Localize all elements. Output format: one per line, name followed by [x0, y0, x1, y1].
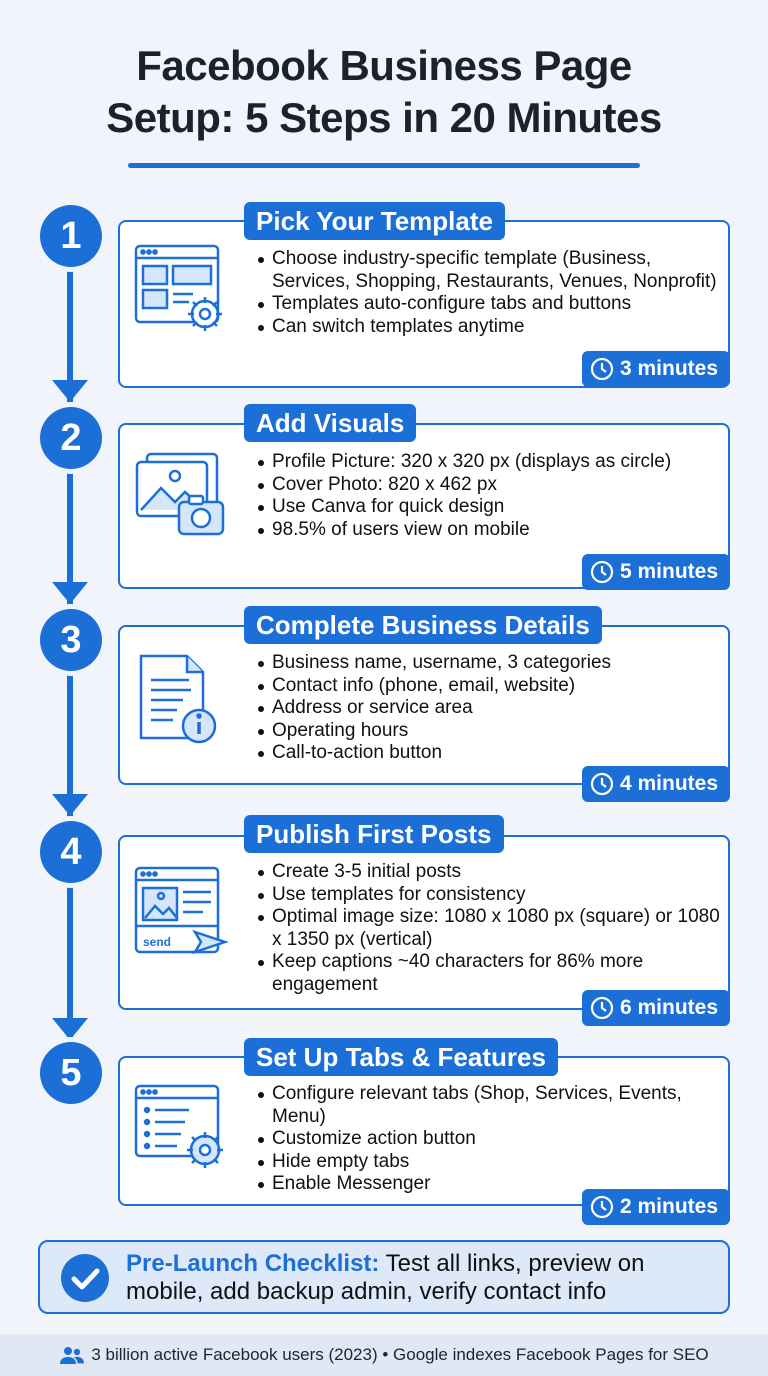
step-bullets-5: Configure relevant tabs (Shop, Services,…: [256, 1083, 726, 1196]
bullet-item: Can switch templates anytime: [256, 316, 726, 339]
step-time-3: 4 minutes: [619, 772, 718, 795]
bullet-item: Call-to-action button: [256, 742, 726, 765]
step-time-2: 5 minutes: [619, 560, 718, 583]
step-title-3: Complete Business Details: [244, 606, 602, 644]
step-time-badge-3: 4 minutes: [581, 766, 730, 802]
clock-icon: [590, 357, 614, 381]
step-number-1: 1: [40, 205, 102, 267]
bullet-item: Keep captions ~40 characters for 86% mor…: [256, 951, 726, 996]
step-card-4: [118, 835, 730, 1010]
page-title: Facebook Business Page Setup: 5 Steps in…: [0, 40, 768, 144]
step-title-1: Pick Your Template: [244, 202, 505, 240]
step-time-badge-1: 3 minutes: [581, 351, 730, 387]
checklist-text: Pre-Launch Checklist: Test all links, pr…: [126, 1250, 716, 1306]
step-time-badge-4: 6 minutes: [581, 990, 730, 1026]
step-time-badge-2: 5 minutes: [581, 554, 730, 590]
page-title-line2: Setup: 5 Steps in 20 Minutes: [106, 94, 662, 141]
step-title-2: Add Visuals: [244, 404, 417, 442]
step-time-1: 3 minutes: [619, 357, 718, 380]
bullet-item: Profile Picture: 320 x 320 px (displays …: [256, 451, 726, 474]
bullet-item: 98.5% of users view on mobile: [256, 519, 726, 542]
step-time-5: 2 minutes: [619, 1195, 718, 1218]
clock-icon: [590, 560, 614, 584]
timeline-arrow-3: [52, 794, 88, 816]
step-number-4: 4: [40, 821, 102, 883]
bullet-item: Templates auto-configure tabs and button…: [256, 293, 726, 316]
step-time-4: 6 minutes: [619, 996, 718, 1019]
bullet-item: Create 3-5 initial posts: [256, 861, 726, 884]
bullet-item: Enable Messenger: [256, 1173, 726, 1196]
step-title-5: Set Up Tabs & Features: [244, 1038, 558, 1076]
timeline-arrow-2: [52, 582, 88, 604]
checkmark-circle-icon: [61, 1254, 109, 1302]
bullet-item: Customize action button: [256, 1128, 726, 1151]
checklist-label: Pre-Launch Checklist:: [126, 1250, 380, 1277]
users-icon: [60, 1347, 85, 1364]
bullet-item: Cover Photo: 820 x 462 px: [256, 474, 726, 497]
bullet-item: Choose industry-specific template (Busin…: [256, 248, 726, 293]
bullet-item: Contact info (phone, email, website): [256, 675, 726, 698]
step-card-5: [118, 1056, 730, 1206]
step-bullets-4: Create 3-5 initial posts Use templates f…: [256, 861, 726, 996]
template-settings-icon: [133, 242, 229, 338]
step-bullets-2: Profile Picture: 320 x 320 px (displays …: [256, 451, 726, 541]
clock-icon: [590, 996, 614, 1020]
step-card-3: [118, 625, 730, 785]
step-number-2: 2: [40, 407, 102, 469]
step-number-5: 5: [40, 1042, 102, 1104]
timeline-arrow-1: [52, 380, 88, 402]
bullet-item: Configure relevant tabs (Shop, Services,…: [256, 1083, 726, 1128]
bullet-item: Hide empty tabs: [256, 1151, 726, 1174]
clock-icon: [590, 1195, 614, 1219]
bullet-item: Operating hours: [256, 720, 726, 743]
send-label: send: [143, 935, 171, 949]
step-number-3: 3: [40, 609, 102, 671]
step-bullets-1: Choose industry-specific template (Busin…: [256, 248, 726, 338]
bullet-item: Address or service area: [256, 697, 726, 720]
list-settings-icon: [133, 1082, 229, 1178]
checklist-body: Test all links, preview on mobile, add b…: [126, 1250, 645, 1305]
bullet-item: Use Canva for quick design: [256, 496, 726, 519]
footer-text: 3 billion active Facebook users (2023) •…: [91, 1345, 709, 1364]
timeline-arrow-4: [52, 1018, 88, 1040]
page-title-line1: Facebook Business Page: [136, 42, 632, 89]
title-underline: [128, 163, 640, 168]
footer: 3 billion active Facebook users (2023) •…: [0, 1334, 768, 1376]
document-info-icon: [133, 650, 229, 746]
image-camera-icon: [133, 448, 229, 544]
clock-icon: [590, 772, 614, 796]
pre-launch-checklist: Pre-Launch Checklist: Test all links, pr…: [38, 1240, 730, 1314]
bullet-item: Business name, username, 3 categories: [256, 652, 726, 675]
bullet-item: Optimal image size: 1080 x 1080 px (squa…: [256, 906, 726, 951]
bullet-item: Use templates for consistency: [256, 884, 726, 907]
step-title-4: Publish First Posts: [244, 815, 504, 853]
post-send-icon: send: [133, 862, 229, 958]
step-time-badge-5: 2 minutes: [581, 1189, 730, 1225]
step-bullets-3: Business name, username, 3 categories Co…: [256, 652, 726, 765]
